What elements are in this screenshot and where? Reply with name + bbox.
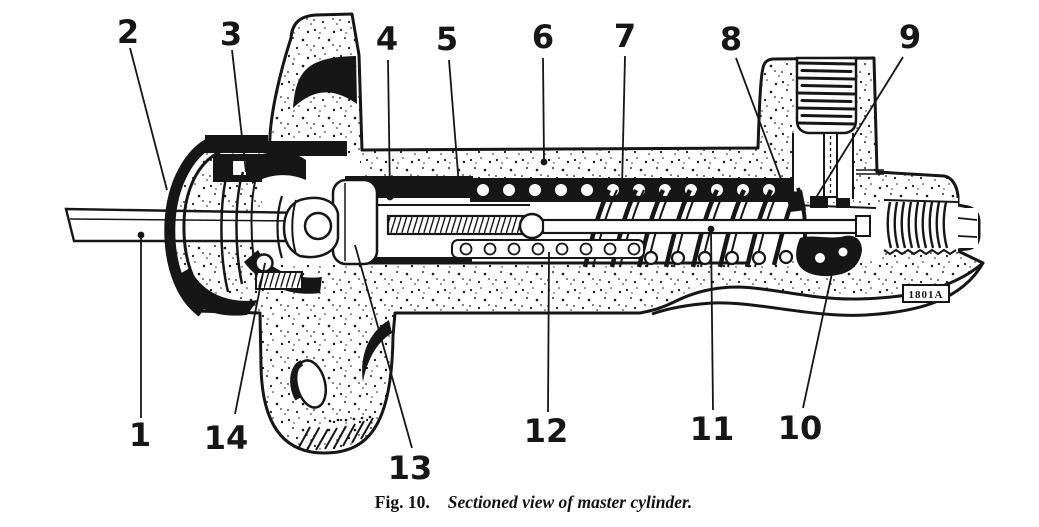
callout-label-12: 12: [524, 412, 569, 450]
plate-code: 1801A: [909, 289, 944, 301]
callout-label-7: 7: [614, 17, 636, 55]
plate-code-box: 1801A: [902, 284, 950, 303]
plug-threads: [797, 61, 856, 126]
callout-label-8: 8: [720, 20, 742, 58]
callout-label-5: 5: [436, 20, 458, 58]
mounting-hole: [294, 359, 328, 409]
figure-caption-label: Fig. 10.: [374, 492, 430, 512]
bleed-plug: [786, 56, 858, 212]
piston: [282, 178, 379, 266]
valve-seat-retainer: [254, 253, 303, 290]
leader-dots: [137, 158, 715, 239]
callout-label-14: 14: [204, 419, 249, 457]
plug-seal-washers: [786, 190, 850, 212]
callout-label-1: 1: [129, 416, 151, 454]
callout-label-2: 2: [117, 13, 139, 51]
piston-return-spring-small: [276, 195, 297, 259]
callout-label-11: 11: [690, 410, 735, 448]
spring-section-circles-bottom: [643, 249, 794, 266]
callout-label-3: 3: [220, 15, 242, 53]
mounting-lug: [290, 320, 392, 451]
check-valve-assembly: [796, 235, 862, 277]
valve-spacer-strip: [451, 239, 645, 259]
push-rod-ball-end: [303, 211, 333, 241]
callout-label-10: 10: [778, 409, 823, 447]
callout-label-6: 6: [532, 18, 554, 56]
rubber-boot: [164, 135, 258, 317]
callout-label-13: 13: [388, 449, 433, 487]
figure-caption-title: Sectioned view of master cylinder.: [447, 492, 693, 512]
master-cylinder-diagram: 1801A 1 2 3 4 5 6 7 8 9 10 11 1: [64, 12, 985, 487]
callout-label-4: 4: [376, 20, 398, 58]
leader-lines: [129, 47, 904, 449]
callout-label-9: 9: [899, 18, 921, 56]
figure-caption: Fig. 10. Sectioned view of master cylinde…: [0, 492, 1039, 513]
piston-valve-rod: [386, 212, 871, 240]
callout-labels: 1 2 3 4 5 6 7 8 9 10 11 12 13 14: [117, 13, 921, 487]
flange-notch: [293, 56, 357, 108]
outlet-threads: [856, 169, 978, 256]
bore-right-line: [791, 204, 877, 209]
